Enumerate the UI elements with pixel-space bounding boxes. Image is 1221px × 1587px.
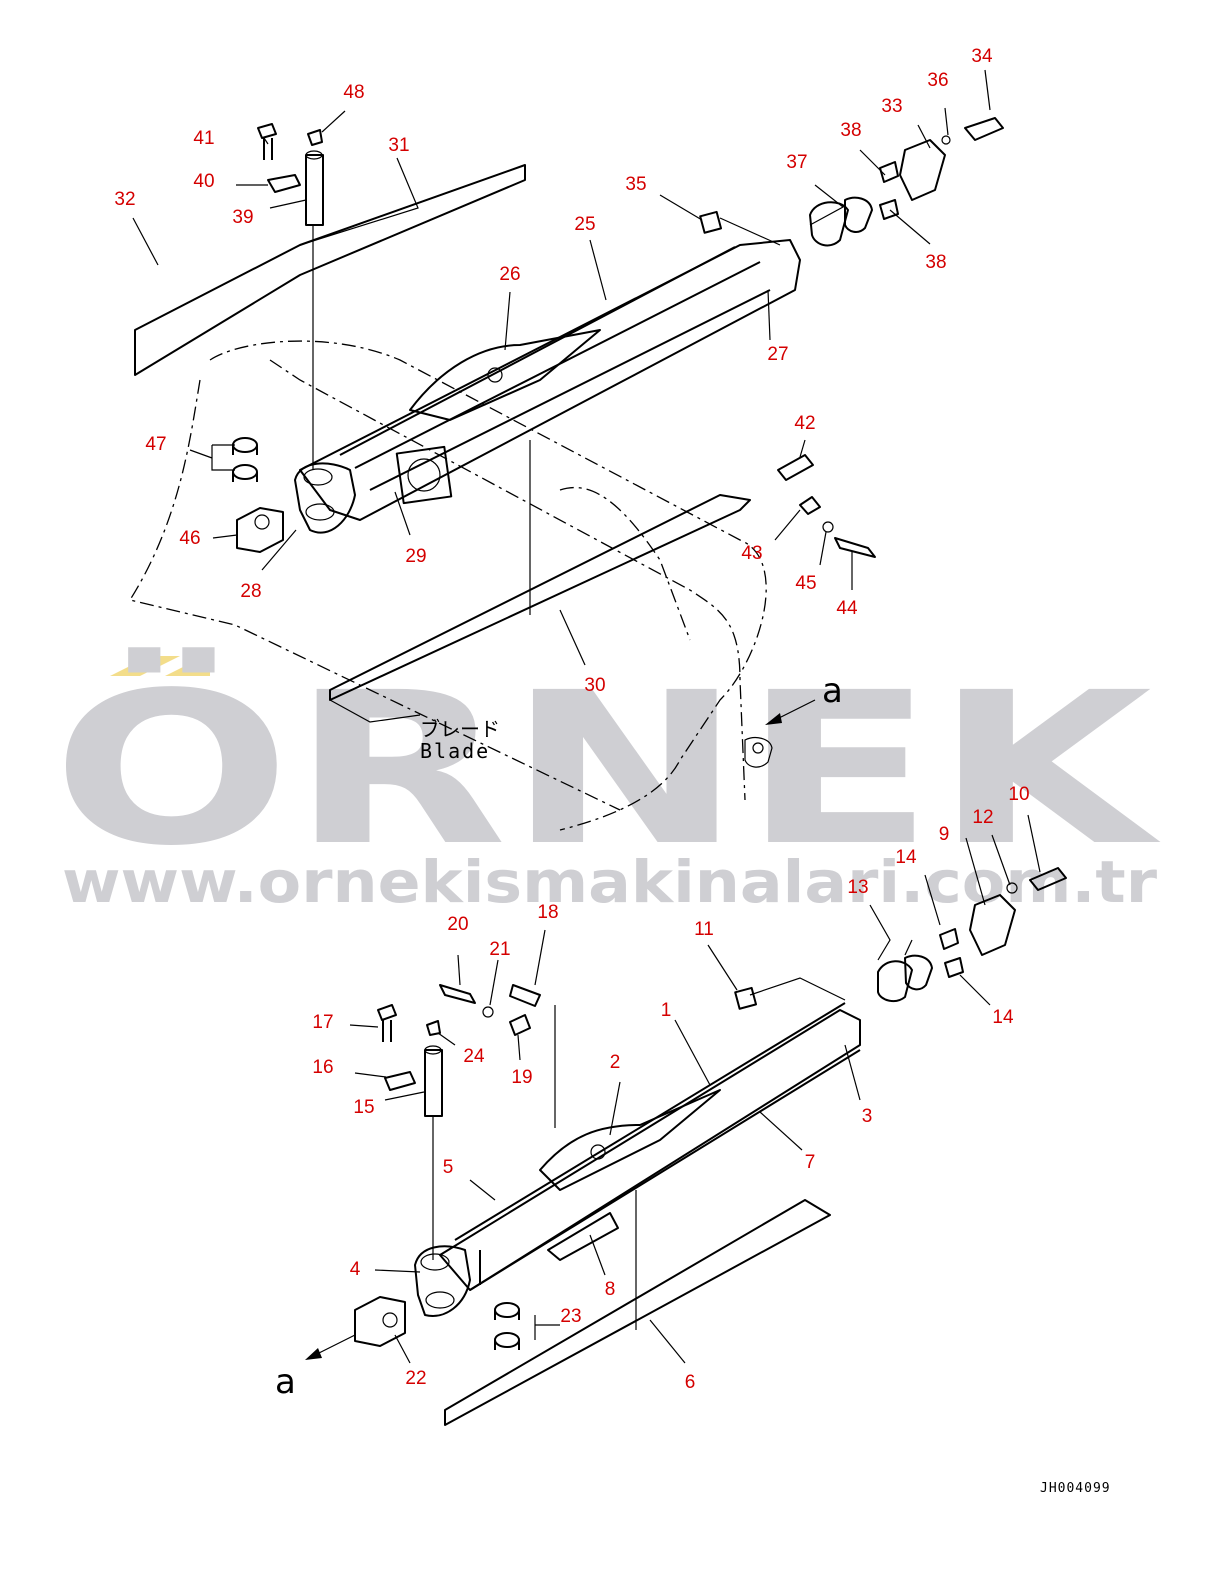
callout-37: 37	[786, 152, 807, 173]
callout-26: 26	[499, 264, 520, 285]
watermark-brand: ÖRNEK	[52, 646, 1162, 892]
callout-12: 12	[972, 807, 993, 828]
watermark-accent-right	[165, 656, 210, 676]
callout-1: 1	[661, 1000, 672, 1021]
callout-8: 8	[605, 1279, 616, 1300]
watermark-accent-left	[110, 656, 180, 676]
watermark: ÖRNEK www.ornekismakinalari.com.tr	[52, 646, 1162, 916]
callout-41: 41	[193, 128, 214, 149]
callouts: 1 2 3 4 5 6 7 8 9 10 11 12 13 14 14 15 1…	[114, 46, 1029, 1393]
callout-45: 45	[795, 573, 816, 594]
callout-10: 10	[1008, 784, 1029, 805]
callout-13: 13	[847, 877, 868, 898]
callout-48: 48	[343, 82, 364, 103]
callout-14a: 14	[895, 847, 917, 868]
callout-44: 44	[836, 598, 858, 619]
callout-33: 33	[881, 96, 902, 117]
callout-18: 18	[537, 902, 558, 923]
view-a-label-bottom: a	[275, 1362, 296, 1402]
callout-6: 6	[685, 1372, 696, 1393]
callout-38a: 38	[840, 120, 861, 141]
callout-23: 23	[560, 1306, 581, 1327]
callout-17: 17	[312, 1012, 333, 1033]
callout-42: 42	[794, 413, 815, 434]
view-a-label-top: a	[822, 671, 843, 711]
callout-24: 24	[463, 1046, 485, 1067]
labels: ブレード Blade a a JH004099	[275, 671, 1111, 1496]
callout-4: 4	[350, 1259, 361, 1280]
callout-47: 47	[145, 434, 166, 455]
callout-28: 28	[240, 581, 261, 602]
callout-32: 32	[114, 189, 135, 210]
callout-40: 40	[193, 171, 214, 192]
callout-21: 21	[489, 939, 510, 960]
callout-25: 25	[574, 214, 595, 235]
callout-38b: 38	[925, 252, 946, 273]
callout-22: 22	[405, 1368, 426, 1389]
lower-arm-assembly	[354, 867, 1067, 1426]
callout-31: 31	[388, 135, 409, 156]
callout-39: 39	[232, 207, 253, 228]
callout-9: 9	[939, 824, 950, 845]
callout-36: 36	[927, 70, 948, 91]
callout-43: 43	[741, 543, 762, 564]
blade-label-en: Blade	[420, 739, 490, 763]
callout-19: 19	[511, 1067, 532, 1088]
callout-16: 16	[312, 1057, 333, 1078]
leader-lines	[132, 69, 1041, 1364]
callout-2: 2	[610, 1052, 621, 1073]
callout-7: 7	[805, 1152, 816, 1173]
callout-14b: 14	[992, 1007, 1014, 1028]
callout-11: 11	[694, 919, 714, 940]
callout-46: 46	[179, 528, 200, 549]
callout-3: 3	[862, 1106, 873, 1127]
callout-35: 35	[625, 174, 646, 195]
callout-34: 34	[971, 46, 993, 67]
drawing-code: JH004099	[1040, 1481, 1111, 1496]
callout-29: 29	[405, 546, 426, 567]
callout-15: 15	[353, 1097, 374, 1118]
watermark-url: www.ornekismakinalari.com.tr	[62, 848, 1157, 916]
callout-5: 5	[443, 1157, 454, 1178]
callout-27: 27	[767, 344, 788, 365]
callout-30: 30	[584, 675, 605, 696]
callout-20: 20	[447, 914, 468, 935]
blade-label-jp: ブレード	[420, 717, 500, 741]
